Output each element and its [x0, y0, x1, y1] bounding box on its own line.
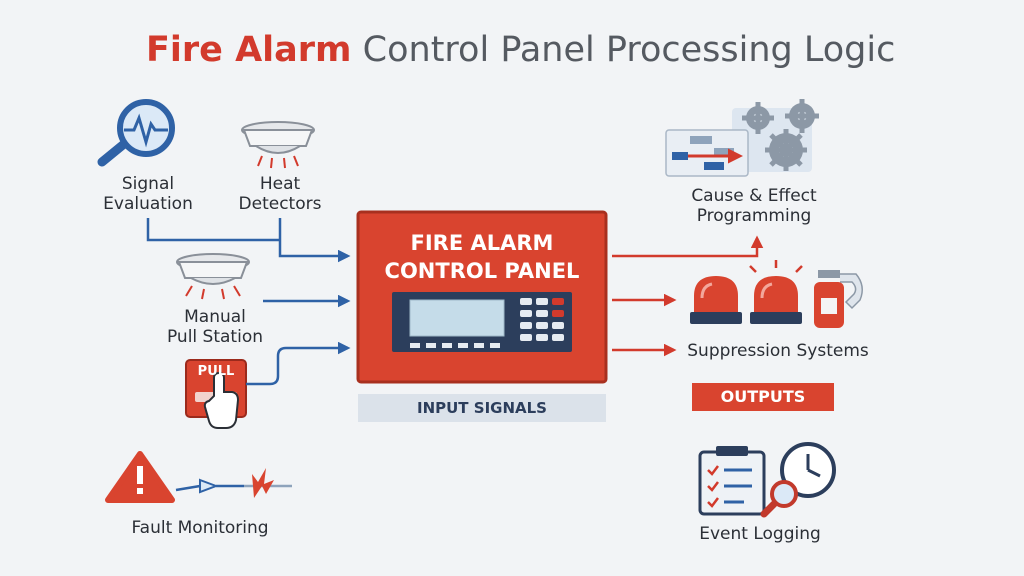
beacon-icon	[749, 260, 803, 324]
magnifier-icon	[760, 480, 798, 518]
cause-effect-icon	[665, 99, 819, 177]
outputs-badge	[692, 383, 834, 411]
control-panel	[356, 210, 608, 384]
event-log-icon	[698, 446, 766, 516]
title-highlight: Fire Alarm	[146, 30, 352, 70]
pull-box-icon	[185, 359, 247, 429]
input-signals-label: INPUT SIGNALS	[417, 399, 547, 417]
signal-evaluation-label: Signal Evaluation	[103, 174, 193, 214]
panel-title: FIRE ALARM CONTROL PANEL	[384, 231, 580, 283]
suppression-systems-label: Suppression Systems	[687, 341, 869, 361]
cause-effect-label: Cause & Effect Programming	[691, 186, 817, 226]
manual-pull-station-label: Manual Pull Station	[166, 307, 263, 347]
input-signals-bar	[358, 394, 606, 422]
event-logging-label: Event Logging	[699, 524, 821, 544]
input-connectors	[146, 218, 351, 386]
heat-detector-icon	[241, 121, 315, 169]
heat-detectors-label: Heat Detectors	[238, 174, 322, 214]
output-connectors	[612, 235, 764, 357]
beacon-icon	[690, 276, 742, 324]
warning-icon	[105, 451, 175, 503]
manual-station-detector-icon	[176, 253, 250, 300]
clock-icon	[780, 442, 836, 498]
magnifier-icon	[97, 99, 175, 167]
extinguisher-icon	[814, 270, 863, 328]
fault-monitoring-label: Fault Monitoring	[131, 518, 269, 538]
pull-label: PULL	[197, 364, 235, 379]
outputs-label: OUTPUTS	[720, 387, 806, 406]
title-rest: Control Panel Processing Logic	[362, 30, 896, 70]
page-title: Fire Alarm Control Panel Processing Logi…	[146, 30, 895, 70]
fault-line-icon	[175, 468, 292, 498]
